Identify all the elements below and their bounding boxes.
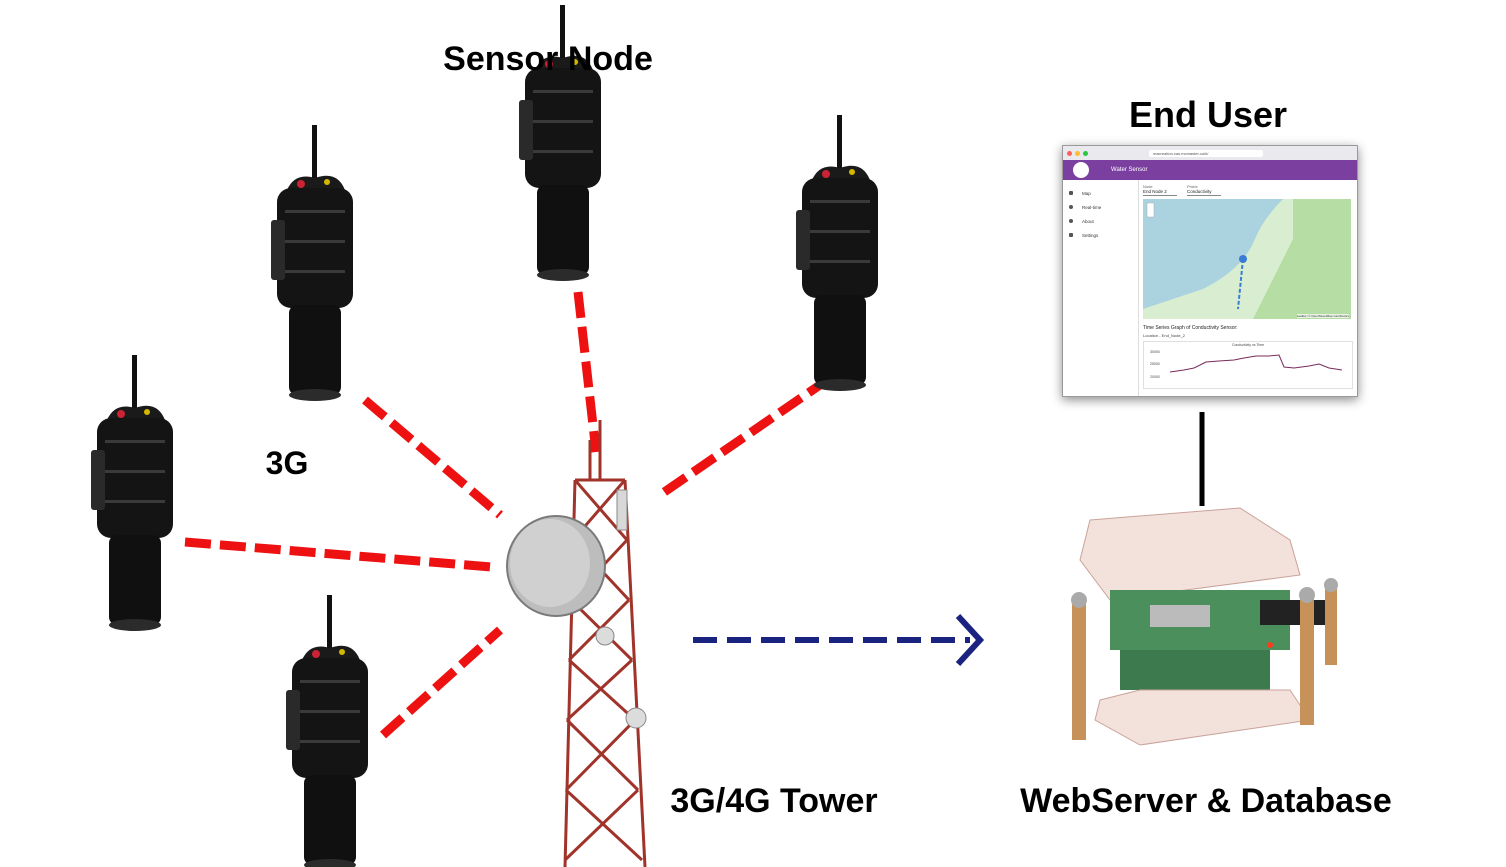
close-icon[interactable] [1067, 150, 1072, 156]
node-select-label: Node [1143, 184, 1153, 189]
uplink-arrow [693, 613, 985, 667]
map-icon [1069, 191, 1073, 195]
sidebar: Map Real-time About Settings [1063, 180, 1139, 396]
info-icon [1069, 219, 1073, 223]
link-type-label: 3G [266, 445, 309, 481]
chart-title: Conductivity vs Time [1231, 343, 1265, 347]
main-content: Node End Node 2 Probe Conductivity Le [1139, 180, 1357, 396]
sidebar-item-map[interactable]: Map [1063, 186, 1138, 200]
server-label: WebServer & Database [1020, 782, 1392, 820]
wireless-links [184, 291, 833, 739]
sensor-node-bottom [286, 595, 368, 867]
logo-icon [1073, 162, 1089, 178]
sidebar-item-settings[interactable]: Settings [1063, 228, 1138, 242]
app-title: Water Sensor [1111, 167, 1148, 173]
sidebar-item-label: About [1082, 218, 1094, 224]
sensor-node-right [796, 115, 878, 391]
app-bar: Water Sensor [1063, 160, 1357, 180]
sidebar-item-label: Settings [1082, 232, 1099, 238]
location-text: Location - End_Node_2 [1143, 333, 1186, 338]
end-user-label: End User [1129, 94, 1287, 135]
gear-icon [1069, 233, 1073, 237]
y-tick: 25000 [1150, 362, 1160, 366]
map-view[interactable]: Leaflet | © OpenStreetMap contributors [1143, 199, 1351, 319]
graph-title: Time Series Graph of Conductivity Sensor… [1143, 325, 1238, 331]
probe-select[interactable]: Probe Conductivity [1187, 184, 1221, 196]
node-select-value: End Node 2 [1143, 189, 1177, 196]
sidebar-item-label: Map [1082, 190, 1091, 196]
y-tick: 20000 [1150, 375, 1160, 379]
link-node-upper-left [362, 396, 503, 519]
probe-select-label: Probe [1187, 184, 1198, 189]
y-tick: 30000 [1150, 350, 1160, 354]
link-node-left [184, 537, 493, 572]
sensor-node-left [91, 355, 173, 631]
link-node-right [657, 374, 833, 499]
probe-select-value: Conductivity [1187, 189, 1221, 196]
node-select[interactable]: Node End Node 2 [1143, 184, 1177, 196]
sidebar-item-about[interactable]: About [1063, 214, 1138, 228]
minimize-icon[interactable] [1075, 150, 1080, 156]
url-bar[interactable]: macreation.cas.mcmaster.ca/#/ [1149, 149, 1263, 157]
sidebar-item-realtime[interactable]: Real-time [1063, 200, 1138, 214]
link-node-bottom [379, 626, 504, 739]
link-node-top [573, 291, 601, 453]
dish-antenna [506, 515, 606, 617]
raspberry-pi-server [1071, 507, 1338, 746]
sensor-node-label: Sensor Node [443, 40, 653, 78]
web-app-screenshot: macreation.cas.mcmaster.ca/#/ Water Sens… [1062, 145, 1358, 397]
refresh-icon [1069, 205, 1073, 209]
conductivity-chart: Conductivity vs Time 30000 25000 20000 [1143, 341, 1353, 389]
map-drawing [1143, 199, 1351, 319]
chart-line [1169, 354, 1343, 373]
tower-antennas [595, 489, 647, 729]
maximize-icon[interactable] [1083, 150, 1088, 156]
browser-chrome: macreation.cas.mcmaster.ca/#/ [1063, 146, 1357, 160]
sidebar-item-label: Real-time [1082, 204, 1102, 210]
sensor-node-upper-left [271, 125, 353, 401]
map-attribution: Leaflet | © OpenStreetMap contributors [1296, 314, 1349, 318]
tower-label: 3G/4G Tower [670, 782, 877, 820]
